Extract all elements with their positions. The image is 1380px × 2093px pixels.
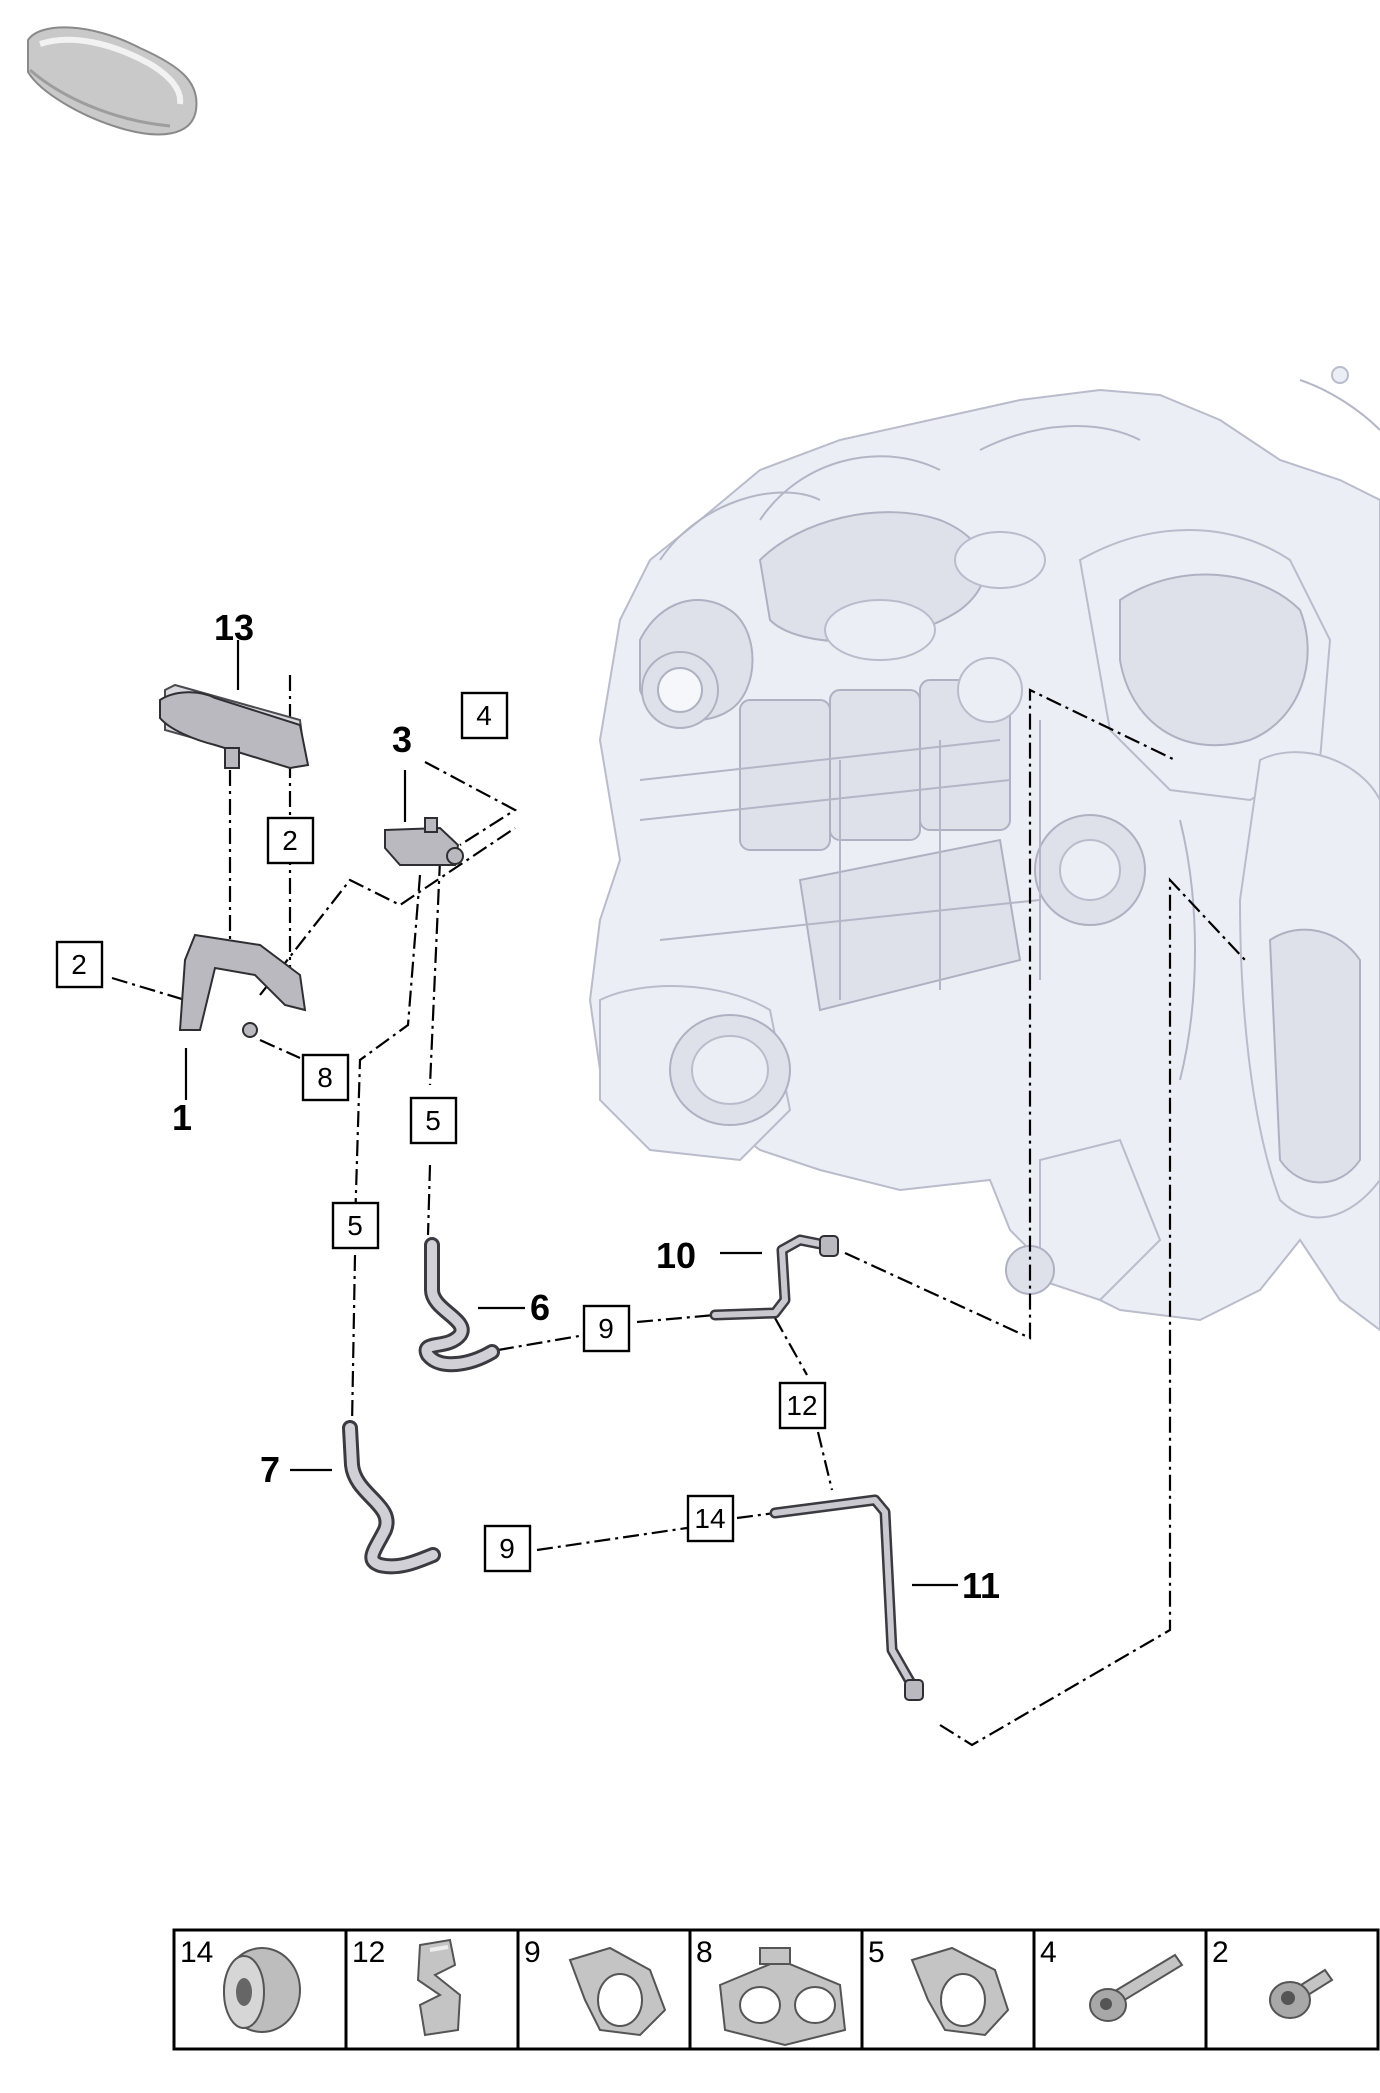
bracket-part[interactable] [178,933,307,1038]
legend-cell-2[interactable]: 2 [1212,1936,1334,2019]
svg-text:5: 5 [425,1105,441,1136]
svg-text:9: 9 [598,1313,614,1344]
svg-text:5: 5 [868,1936,885,1969]
legend-cell-9[interactable]: 9 [524,1936,667,2037]
legend-cell-12[interactable]: 12 [352,1936,462,2037]
callout-box-9-upper: 9 [582,1304,631,1353]
svg-text:14: 14 [180,1936,213,1969]
svg-text:12: 12 [786,1390,817,1421]
svg-text:12: 12 [352,1936,385,1969]
callout-box-5-lower: 5 [331,1201,380,1250]
hose-part-6[interactable] [418,1237,500,1373]
svg-text:2: 2 [1212,1936,1229,1969]
engine-assembly [588,366,1380,1332]
svg-text:8: 8 [696,1936,713,1969]
svg-text:4: 4 [476,700,492,731]
hose-clamp-icon [910,1946,1010,2037]
callout-3: 3 [392,719,412,760]
pipe-part-11[interactable] [769,1494,924,1701]
boxed-callouts: 4 2 2 8 5 5 9 12 [55,691,827,1573]
svg-text:4: 4 [1040,1936,1057,1969]
hose-clamp-icon [568,1946,667,2037]
solid-leaders [184,640,958,1587]
svg-text:5: 5 [347,1210,363,1241]
svg-text:14: 14 [694,1503,725,1534]
legend-cell-8[interactable]: 8 [696,1936,847,2047]
bold-callouts: 13 3 1 6 10 7 11 [172,607,1000,1606]
svg-text:9: 9 [499,1533,515,1564]
callout-6: 6 [530,1287,550,1328]
callout-box-8: 8 [301,1053,350,1102]
short-bolt-icon [1269,1968,1334,2019]
callout-13: 13 [214,607,254,648]
parts-legend: 14 12 9 8 [172,1928,1380,2051]
long-bolt-icon [1089,1953,1184,2022]
vehicle-thumbnail-icon[interactable] [27,26,198,136]
bracket-clip-icon [416,1938,462,2037]
svg-text:2: 2 [282,825,298,856]
callout-7: 7 [260,1449,280,1490]
legend-cell-4[interactable]: 4 [1040,1936,1184,2022]
callout-box-2-left: 2 [55,940,104,989]
heat-shield-part[interactable] [159,683,310,770]
callout-1: 1 [172,1097,192,1138]
svg-text:9: 9 [524,1936,541,1969]
callout-box-12: 12 [778,1381,827,1430]
legend-cell-5[interactable]: 5 [868,1936,1010,2037]
leader-lines [111,675,1246,1747]
callout-box-5-upper: 5 [409,1096,458,1145]
callout-10: 10 [656,1235,696,1276]
callout-box-4: 4 [460,691,509,740]
legend-cell-14[interactable]: 14 [180,1936,301,2033]
pipe-part-10[interactable] [709,1234,839,1321]
svg-text:8: 8 [317,1062,333,1093]
double-holder-icon [718,1947,847,2047]
sensor-part[interactable] [384,817,464,866]
callout-11: 11 [962,1565,1000,1606]
callout-box-14: 14 [686,1494,735,1543]
callout-box-9-lower: 9 [483,1524,532,1573]
svg-text:2: 2 [71,949,87,980]
callout-box-2-upper: 2 [266,816,315,865]
grommet-icon [223,1947,301,2033]
hose-part-7[interactable] [342,1420,441,1575]
